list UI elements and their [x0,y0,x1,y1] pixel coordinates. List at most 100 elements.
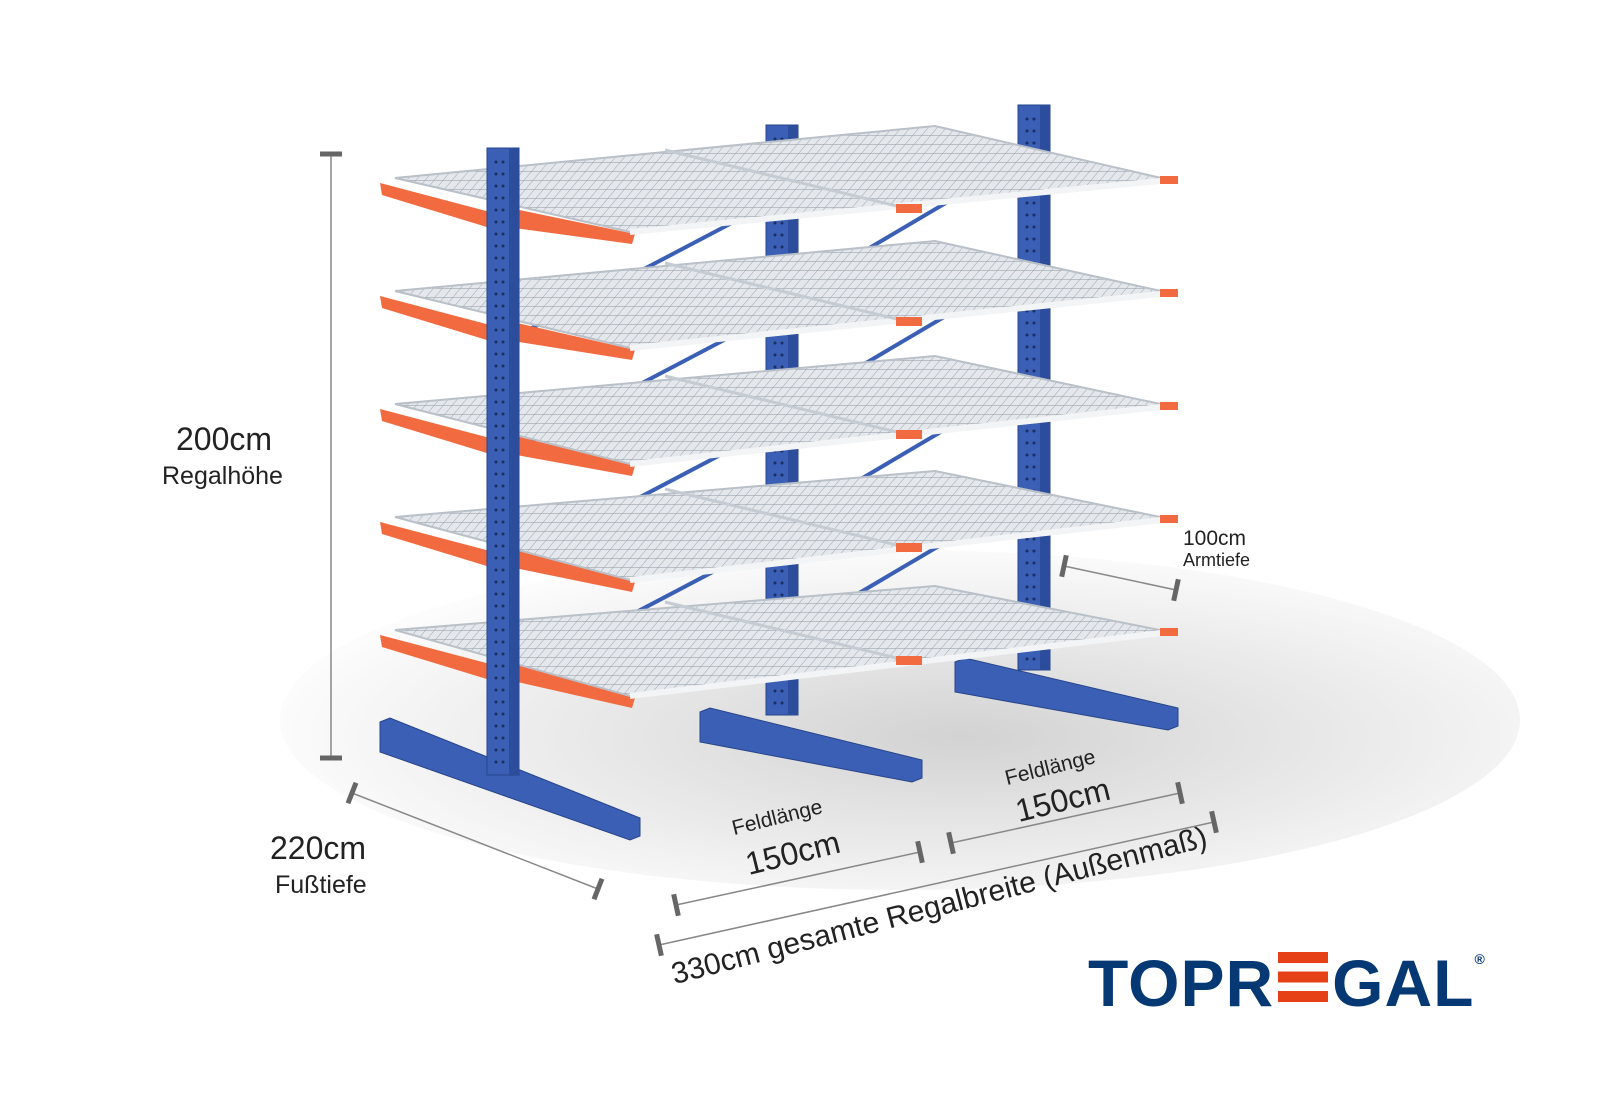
upright-hole [494,544,498,548]
upright-hole [501,160,505,164]
cantilever-arm [380,409,490,454]
upright-hole [501,736,505,740]
upright-hole [494,160,498,164]
bay1-dimension-line [675,851,921,906]
upright-hole [494,364,498,368]
upright-hole [494,616,498,620]
upright-hole [494,736,498,740]
upright-hole [501,544,505,548]
upright-hole [1025,141,1029,145]
arm-end-stop [1160,289,1178,297]
upright-hole [501,760,505,764]
upright-hole [501,232,505,236]
upright-hole [494,436,498,440]
upright-hole [1025,465,1029,469]
upright-hole [501,400,505,404]
foot-depth-dimension-line-end [591,877,605,901]
upright-hole [501,712,505,716]
upright-hole [1032,537,1036,541]
upright-hole [501,508,505,512]
upright-hole [1032,585,1036,589]
upright-hole [1032,117,1036,121]
upright-hole [1032,237,1036,241]
upright-hole [494,256,498,260]
upright-hole [494,580,498,584]
arm-end-stop [896,430,922,439]
upright-hole [501,412,505,416]
upright-hole [1025,249,1029,253]
upright-hole [1032,369,1036,373]
logo-text-start: TOPR [1088,946,1275,1020]
upright-hole [501,496,505,500]
upright-hole [1032,465,1036,469]
upright-hole [1025,369,1029,373]
upright-hole [773,461,777,465]
foot-depth-dimension-line-end [345,781,359,805]
upright-hole [501,640,505,644]
upright-hole [1025,321,1029,325]
upright-hole [501,340,505,344]
upright-hole [494,400,498,404]
upright-hole [494,184,498,188]
upright-hole [1025,213,1029,217]
upright-hole [1032,333,1036,337]
upright-hole [780,233,784,237]
height-label: Regalhöhe [162,462,283,490]
upright-hole [494,760,498,764]
upright-hole [494,652,498,656]
cantilever-arm [500,206,635,244]
bay2-dimension-line-end [946,831,956,855]
foot-depth-label: Fußtiefe [275,871,367,899]
upright-hole [1032,129,1036,133]
upright-hole [1025,477,1029,481]
arm-end-stop [896,317,922,326]
upright-hole [1025,441,1029,445]
cantilever-arm [500,545,635,592]
bay2-dimension-line-end [1175,781,1185,805]
arm-end-stop [896,204,922,213]
upright-hole [773,365,777,369]
arm-depth-label: Armtiefe [1183,550,1251,570]
foot-depth-value: 220cm [270,830,367,866]
upright-hole [501,328,505,332]
upright-hole [1025,573,1029,577]
foot-depth-dimension-line [351,792,599,890]
upright-hole [501,364,505,368]
upright-hole [501,616,505,620]
arm-end-stop [896,543,922,552]
upright-hole [780,593,784,597]
upright-hole [494,460,498,464]
upright-hole [501,688,505,692]
upright-hole [501,592,505,596]
upright-hole [780,221,784,225]
upright-hole [780,341,784,345]
cantilever-arm [500,319,635,360]
upright-hole [501,376,505,380]
shelf-divider [664,374,906,436]
upright-hole [1032,561,1036,565]
arm-depth-dimension-line-end [1171,578,1181,602]
upright-hole [501,664,505,668]
shelf-divider [664,261,906,323]
upright-hole [773,701,777,705]
upright-hole [501,676,505,680]
upright-hole [780,245,784,249]
upright-hole [501,316,505,320]
upright-hole [501,448,505,452]
upright-hole [501,280,505,284]
base-foot-beam [699,707,923,783]
upright-hole [780,353,784,357]
upright-hole [1032,477,1036,481]
upright-hole [501,388,505,392]
upright-hole [494,676,498,680]
upright-hole [780,689,784,693]
upright-hole [501,196,505,200]
shelf-divider [664,148,906,210]
upright-hole [1032,213,1036,217]
upright-hole [1025,561,1029,565]
arm-depth-value: 100cm [1183,527,1247,550]
upright-hole [494,724,498,728]
upright-hole [501,652,505,656]
upright-hole [1025,597,1029,601]
